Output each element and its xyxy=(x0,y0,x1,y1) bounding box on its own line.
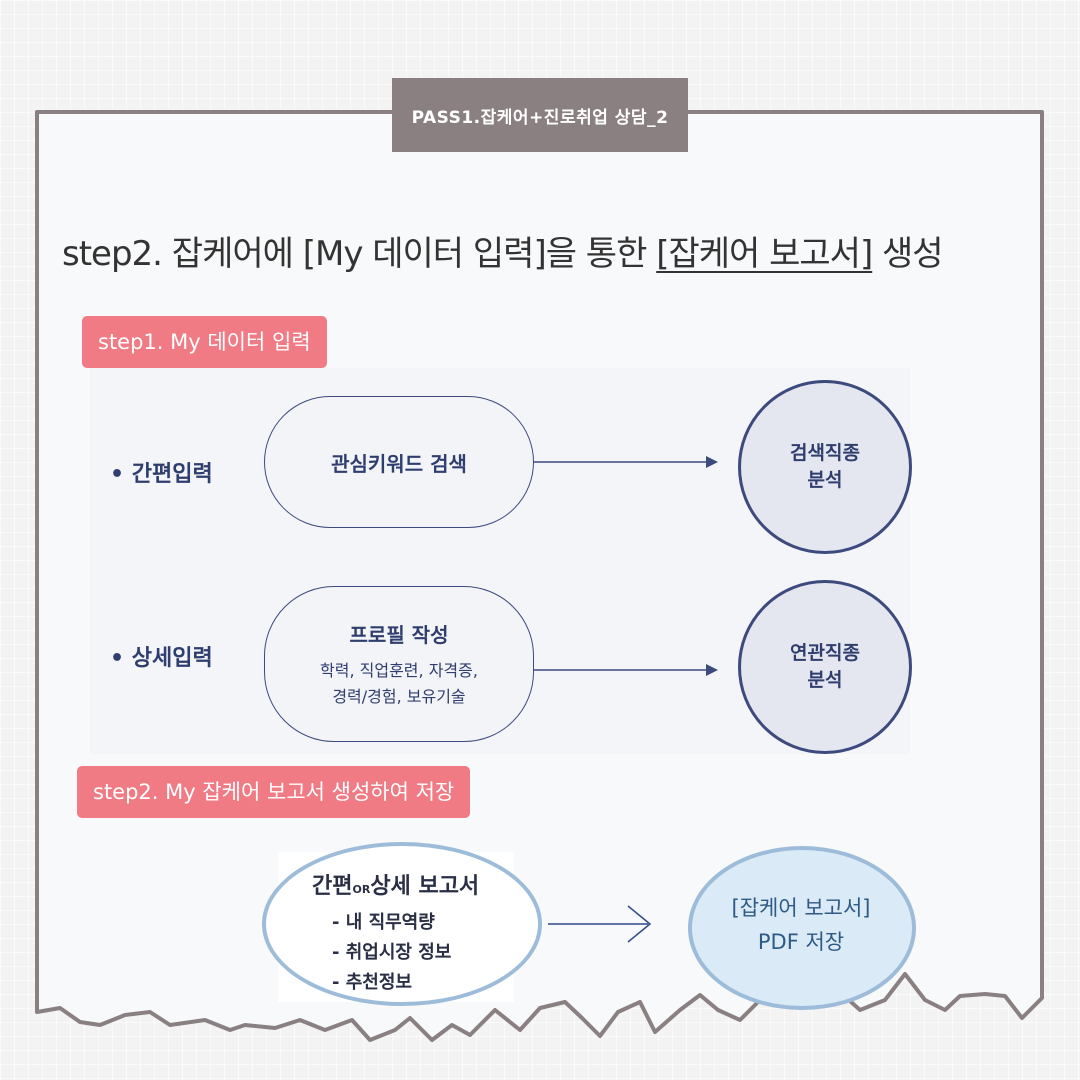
simple-input-label: • 간편입력 xyxy=(110,462,213,487)
step1-label: step1. My 데이터 입력 xyxy=(82,316,327,368)
keyword-search-pill: 관심키워드 검색 xyxy=(264,396,534,528)
report-title-b: 상세 보고서 xyxy=(370,874,480,899)
page-title: step2. 잡케어에 [My 데이터 입력]을 통한 [잡케어 보고서] 생성 xyxy=(62,226,1022,275)
circle-line: 분석 xyxy=(807,669,843,691)
report-item: - 취업시장 정보 xyxy=(332,942,452,963)
report-item: - 추천정보 xyxy=(332,972,412,993)
circle-line: 분석 xyxy=(807,469,843,491)
report-title-or: OR xyxy=(352,883,371,896)
title-suffix: 생성 xyxy=(872,234,944,274)
report-ellipse xyxy=(262,842,542,1006)
profile-pill: 프로필 작성 학력, 직업훈련, 자격증, 경력/경험, 보유기술 xyxy=(264,586,534,742)
title-prefix: step2. 잡케어에 [My 데이터 입력]을 통한 xyxy=(62,234,657,274)
keyword-search-text: 관심키워드 검색 xyxy=(331,451,467,476)
profile-title: 프로필 작성 xyxy=(349,622,449,647)
circle-line: 연관직종 xyxy=(790,642,860,664)
report-title-a: 간편 xyxy=(312,874,353,899)
pdf-ellipse xyxy=(688,846,916,1010)
step2-label: step2. My 잡케어 보고서 생성하여 저장 xyxy=(77,766,471,818)
pdf-text-line2: PDF 저장 xyxy=(757,930,845,954)
related-job-analysis-circle: 연관직종 분석 xyxy=(738,580,912,754)
detail-input-label: • 상세입력 xyxy=(110,646,213,671)
title-underlined: [잡케어 보고서] xyxy=(656,234,873,274)
circle-line: 검색직종 xyxy=(790,442,860,464)
profile-sub: 학력, 직업훈련, 자격증, xyxy=(320,660,478,680)
search-job-analysis-circle: 검색직종 분석 xyxy=(738,380,912,554)
pdf-text-line1: [잡케어 보고서] xyxy=(731,896,871,920)
profile-sub: 경력/경험, 보유기술 xyxy=(332,686,466,706)
report-title: 간편OR상세 보고서 xyxy=(312,868,479,900)
report-item: - 내 직무역량 xyxy=(332,912,435,933)
header-tag: PASS1.잡케어+진로취업 상담_2 xyxy=(392,78,688,152)
